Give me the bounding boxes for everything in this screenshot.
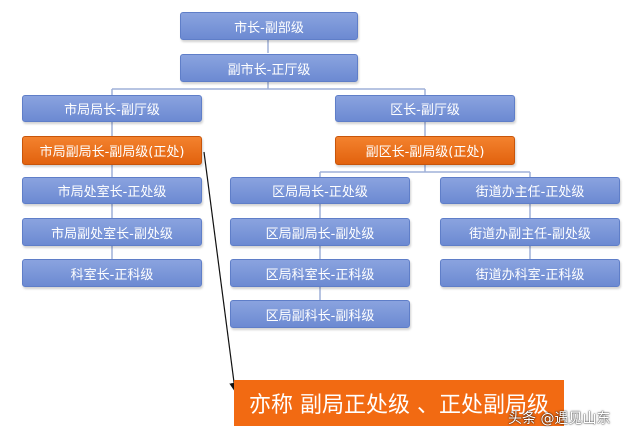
node-city-section-deputy: 市局副处室长-副处级 (22, 218, 202, 246)
node-district-section-deputy: 区局副科长-副科级 (230, 300, 410, 328)
node-mayor: 市长-副部级 (180, 12, 358, 40)
annotation-arrow (203, 151, 239, 393)
node-district-deputy: 副区长-副局级(正处) (335, 136, 515, 165)
node-city-office-head: 科室长-正科级 (22, 259, 202, 287)
watermark: 头条 @遇见山东 (508, 411, 611, 427)
node-district-head: 区长-副厅级 (335, 95, 515, 122)
node-district-bureau-head: 区局局长-正处级 (230, 177, 410, 204)
node-city-bureau-head: 市局局长-副厅级 (22, 95, 202, 122)
node-vice-mayor: 副市长-正厅级 (180, 54, 358, 82)
node-city-bureau-deputy: 市局副局长-副局级(正处) (22, 136, 202, 165)
node-street-director: 街道办主任-正处级 (440, 177, 620, 204)
node-city-section-head: 市局处室长-正处级 (22, 177, 202, 204)
node-street-office-head: 街道办科室-正科级 (440, 259, 620, 287)
annotation-note: 亦称 副局正处级 、正处副局级 (234, 380, 564, 426)
node-district-section-head: 区局科室长-正科级 (230, 259, 410, 287)
node-district-bureau-deputy: 区局副局长-副处级 (230, 218, 410, 246)
node-street-deputy-director: 街道办副主任-副处级 (440, 218, 620, 246)
